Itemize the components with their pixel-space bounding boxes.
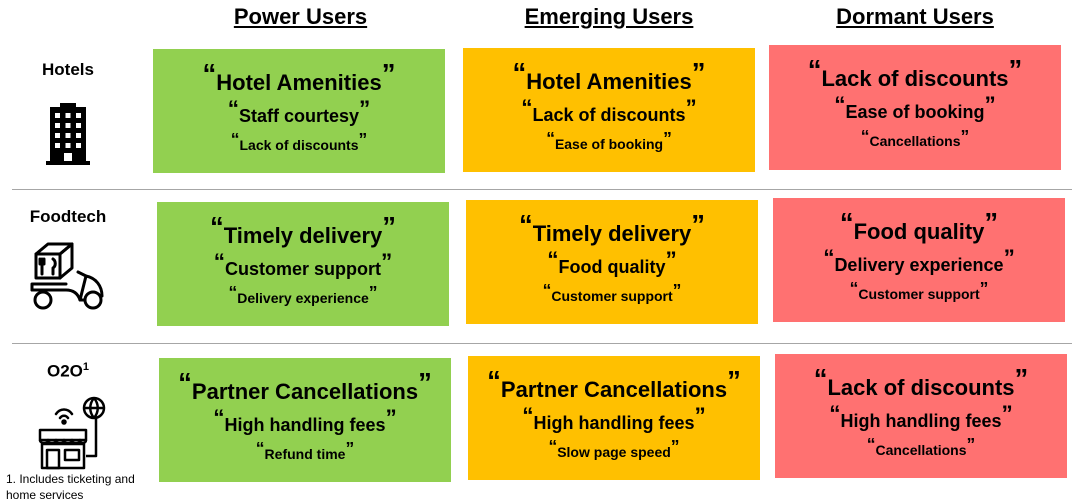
cell-primary-reason: “Lack of discounts” [813,362,1029,400]
cell-tertiary-reason: “Customer support” [849,278,989,302]
cell-tertiary-reason: “Ease of booking” [546,128,672,152]
cell-tertiary-reason: “Refund time” [255,438,355,462]
online-storefront-icon [38,396,106,470]
cell-secondary-reason: “Food quality” [547,246,677,277]
cell-primary-reason: “Hotel Amenities” [202,57,396,95]
hotels-power-users-box: “Hotel Amenities” “Staff courtesy” “Lack… [153,49,445,173]
column-header-power-users: Power Users [233,4,368,29]
cell-primary-reason: “Food quality” [839,206,999,244]
row-label-hotels: Hotels [42,60,94,79]
hotels-emerging-users-box: “Hotel Amenities” “Lack of discounts” “E… [463,48,755,172]
cell-tertiary-reason: “Customer support” [542,280,682,304]
cell-primary-reason: “Lack of discounts” [807,54,1023,91]
cell-tertiary-reason: “Cancellations” [866,434,976,458]
cell-secondary-reason: “Lack of discounts” [521,94,697,125]
column-header-emerging-users: Emerging Users [524,4,694,29]
footnote-marker: 1 [82,361,90,373]
cell-secondary-reason: “High handling fees” [522,402,706,433]
row-divider [12,189,1072,190]
cell-tertiary-reason: “Delivery experience” [228,282,378,306]
cell-primary-reason: “Timely delivery” [518,208,706,246]
cell-primary-reason: “Partner Cancellations” [487,364,741,402]
o2o-dormant-users-box: “Lack of discounts” “High handling fees”… [775,354,1067,478]
cell-primary-reason: “Timely delivery” [209,210,397,248]
row-label-o2o-text: O2O [46,361,83,381]
cell-secondary-reason: “Delivery experience” [823,244,1015,275]
column-header-dormant-users: Dormant Users [836,4,994,29]
o2o-emerging-users-box: “Partner Cancellations” “High handling f… [468,356,760,480]
foodtech-power-users-box: “Timely delivery” “Customer support” “De… [157,202,449,326]
cell-secondary-reason: “High handling fees” [213,404,397,435]
hotel-building-icon [46,103,90,165]
row-divider [12,343,1072,344]
foodtech-emerging-users-box: “Timely delivery” “Food quality” “Custom… [466,200,758,324]
cell-primary-reason: “Hotel Amenities” [512,56,706,94]
cell-secondary-reason: “High handling fees” [829,400,1013,431]
cell-primary-reason: “Partner Cancellations” [178,366,432,404]
cell-secondary-reason: “Staff courtesy” [227,95,371,126]
food-delivery-scooter-icon [30,242,104,310]
foodtech-dormant-users-box: “Food quality” “Delivery experience” “Cu… [773,198,1065,322]
hotels-dormant-users-box: “Lack of discounts” “Ease of booking” “C… [769,45,1061,170]
row-label-o2o: O2O1 [20,361,116,382]
cell-tertiary-reason: “Cancellations” [860,125,970,149]
cell-tertiary-reason: “Slow page speed” [548,436,680,460]
footnote: 1. Includes ticketing and home services [6,472,135,502]
cell-tertiary-reason: “Lack of discounts” [230,129,368,153]
cell-secondary-reason: “Customer support” [213,248,393,279]
o2o-power-users-box: “Partner Cancellations” “High handling f… [159,358,451,482]
cell-secondary-reason: “Ease of booking” [834,92,996,122]
row-label-foodtech: Foodtech [29,207,107,226]
